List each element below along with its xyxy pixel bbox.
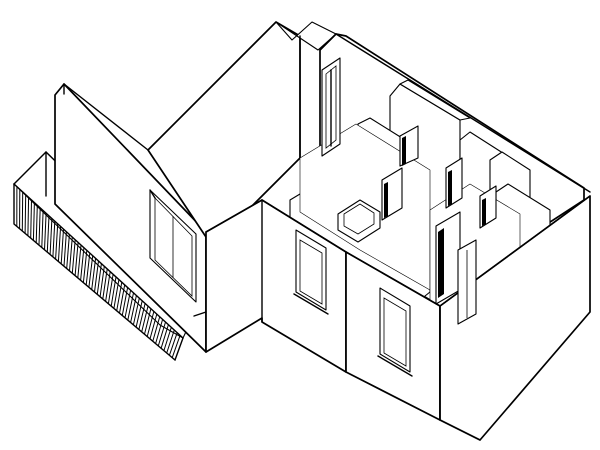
railing-bar: [38, 207, 41, 246]
railing-bar: [155, 319, 164, 344]
railing-bar: [57, 226, 62, 262]
railing-bar: [127, 292, 134, 321]
railing-bar: [35, 205, 38, 243]
railing-bar: [105, 271, 111, 302]
door-back-corridor: [321, 57, 341, 157]
railing-bar: [160, 324, 169, 349]
railing-bar: [168, 332, 178, 356]
railing-bar: [138, 303, 146, 330]
door-closet-right: [479, 185, 497, 229]
railing-bar: [24, 194, 27, 234]
railing-bar: [27, 197, 30, 236]
front-window-left: [293, 229, 329, 315]
railing-bar: [99, 266, 105, 297]
railing-bar: [121, 287, 129, 316]
railing-bar: [32, 202, 35, 241]
door-inner-right: [457, 239, 477, 325]
railing-bar: [116, 282, 123, 311]
railing-bar: [52, 221, 56, 257]
railing-bar: [77, 245, 82, 278]
railing-bar: [94, 260, 99, 293]
railing-bar: [130, 295, 137, 323]
railing-bar: [113, 279, 120, 309]
door-closet-top: [399, 125, 419, 167]
railing-bar: [149, 313, 158, 340]
railing-bar: [85, 252, 91, 286]
railing-bar: [88, 255, 94, 288]
railing-bar: [74, 242, 79, 276]
railing-bar: [102, 268, 108, 300]
railing-bar: [119, 284, 126, 314]
railing-bar: [66, 234, 70, 269]
railing-bar: [41, 210, 44, 248]
railing-bar: [163, 327, 172, 351]
front-window-right: [377, 287, 413, 377]
railing-bar: [55, 223, 59, 260]
railing-bar: [152, 316, 161, 342]
door-closet: [445, 157, 463, 209]
railing-bar: [63, 231, 67, 267]
railing-bar: [44, 213, 47, 250]
railing-bar: [110, 276, 117, 307]
bathtub: [337, 199, 381, 243]
balcony-sill: [193, 311, 207, 317]
back-wall-left: [63, 21, 337, 247]
railing-bar: [60, 229, 64, 264]
railing-bar: [107, 274, 114, 304]
railing-bar: [124, 290, 132, 318]
railing-bar: [91, 258, 97, 290]
railing-bar: [132, 298, 140, 325]
railing-bar: [96, 263, 102, 295]
railing-bar: [144, 308, 152, 335]
door-bathroom: [381, 167, 403, 221]
railing-bar: [82, 250, 88, 283]
railing-bar: [46, 215, 50, 253]
railing-bar: [30, 199, 32, 239]
railing-bar: [135, 300, 143, 328]
railing-bar: [141, 305, 149, 333]
door-room-front: [435, 211, 461, 305]
railing-bar: [146, 311, 155, 337]
railing-bar: [49, 218, 53, 255]
railing-bar: [71, 239, 76, 274]
railing-bar: [80, 247, 85, 281]
railing-bar: [171, 335, 181, 358]
railing-bar: [157, 321, 166, 347]
railing-bar: [69, 237, 73, 271]
balcony-window: [149, 189, 197, 303]
railing-bar: [166, 329, 175, 354]
